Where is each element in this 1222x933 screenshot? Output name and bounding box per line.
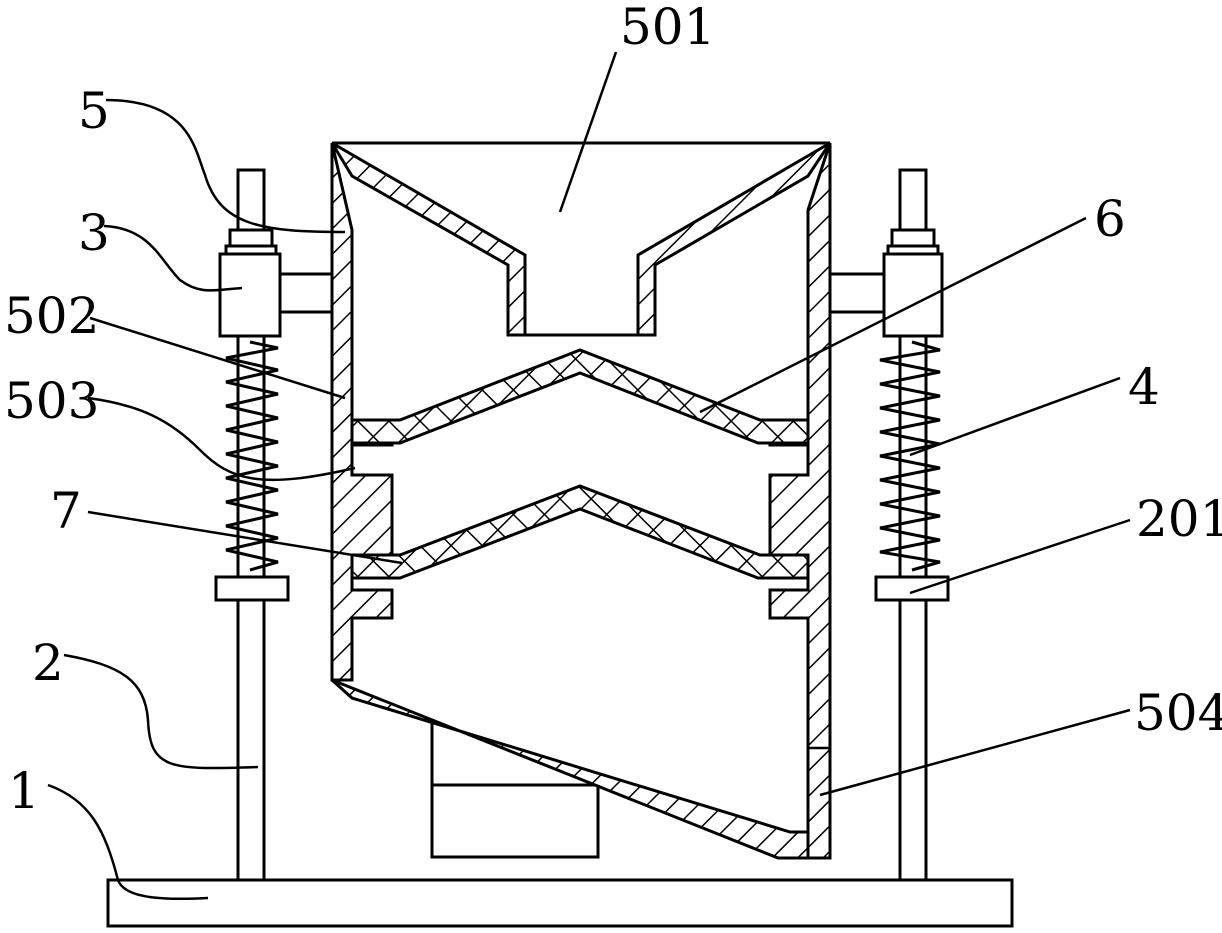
left-spring — [225, 340, 279, 572]
label-201: 201 — [1136, 490, 1222, 548]
label-6: 6 — [1094, 190, 1126, 248]
label-503: 503 — [4, 372, 99, 430]
left-support-column — [214, 168, 334, 882]
collection-box — [430, 783, 600, 859]
label-504: 504 — [1134, 684, 1222, 742]
label-501: 501 — [620, 0, 715, 56]
label-7: 7 — [50, 482, 82, 540]
leader-lines — [47, 51, 1131, 901]
right-spring — [879, 340, 941, 572]
right-support-column — [828, 168, 950, 882]
label-502: 502 — [4, 287, 99, 345]
lower-screen — [350, 484, 810, 580]
base-plate — [106, 878, 1014, 928]
label-3: 3 — [78, 204, 110, 262]
label-4: 4 — [1128, 358, 1160, 416]
screening-housing — [330, 141, 832, 860]
label-5: 5 — [78, 82, 110, 140]
label-1: 1 — [8, 762, 40, 820]
upper-screen — [350, 348, 810, 445]
label-2: 2 — [32, 634, 64, 692]
